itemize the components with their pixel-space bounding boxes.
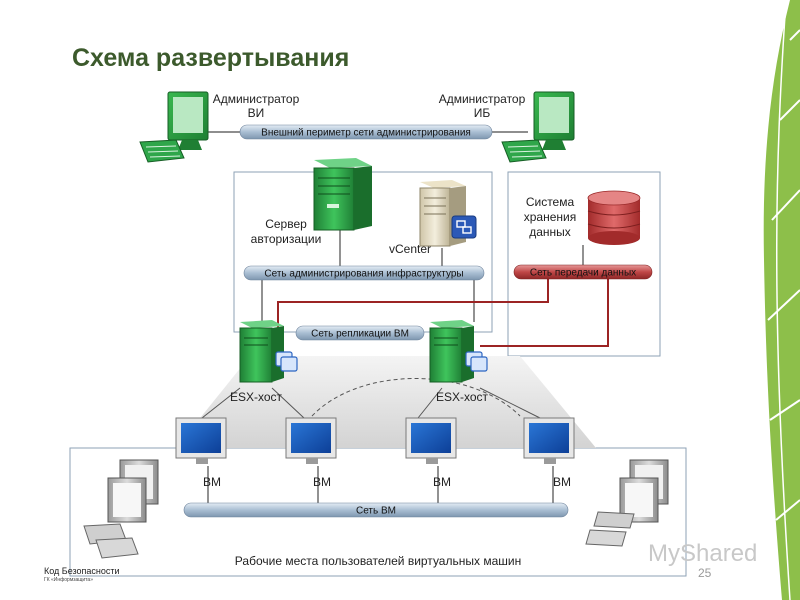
infrastructure-network-bar: Сеть администрирования инфраструктуры: [243, 265, 485, 281]
admin-vi-label-2: ВИ: [248, 106, 265, 120]
watermark: MyShared: [648, 540, 758, 567]
footer-brand: Код Безопасности ГК «Информзащита»: [44, 566, 120, 583]
data-network-bar: Сеть передачи данных: [513, 264, 653, 280]
infrastructure-network-label: Сеть администрирования инфраструктуры: [264, 268, 463, 280]
esx-host-right-icon: [429, 320, 488, 383]
data-network-label: Сеть передачи данных: [530, 268, 636, 279]
user-workstation-left-icon: [83, 459, 159, 559]
storage-zone: [507, 171, 661, 357]
external-perimeter-bar: Внешний периметр сети администрирования: [239, 124, 493, 140]
user-workstation-right-icon: [585, 459, 669, 547]
vm-network-label: Сеть ВМ: [356, 506, 396, 517]
admin-ib-label-2: ИБ: [474, 106, 491, 120]
admin-ib-computer-icon: [501, 91, 575, 163]
esx-host-left-icon: [239, 320, 298, 383]
vm-stack-icon: [275, 351, 298, 372]
auth-server-icon: [313, 158, 372, 231]
workplaces-label: Рабочие места пользователей виртуальных …: [235, 554, 521, 568]
esx-right-label: ESX-хост: [436, 390, 489, 404]
admin-vi-computer-icon: [139, 91, 209, 163]
decorative-leaf: [763, 0, 800, 600]
slide-title: Схема развертывания: [72, 44, 350, 72]
database-icon: [587, 190, 641, 245]
replication-network-bar: Сеть репликации ВМ: [295, 325, 425, 341]
vcenter-server-icon: [419, 180, 477, 247]
vm3-label: ВМ: [433, 475, 451, 489]
host-vm-arrows: [201, 378, 541, 419]
vm-monitor-icon: [405, 417, 457, 464]
vcenter-label: vCenter: [389, 242, 431, 256]
vm2-label: ВМ: [313, 475, 331, 489]
vm-monitor-icon: [523, 417, 575, 464]
vm-stack-icon: [465, 351, 488, 372]
admin-ib-label: Администратор: [439, 92, 526, 106]
vm-network-bar: Сеть ВМ: [183, 502, 569, 518]
esx-left-label: ESX-хост: [230, 390, 283, 404]
auth-server-label-2: авторизации: [251, 232, 322, 246]
vm-monitor-icon: [285, 417, 337, 464]
storage-label-3: данных: [529, 225, 571, 239]
footer-brand-sub: ГК «Информзащита»: [44, 577, 93, 583]
storage-label: Система: [526, 195, 575, 209]
footer-brand-name: Код Безопасности: [44, 566, 120, 576]
admin-vi-label: Администратор: [213, 92, 300, 106]
external-perimeter-label: Внешний периметр сети администрирования: [261, 128, 471, 139]
vm1-label: ВМ: [203, 475, 221, 489]
storage-label-2: хранения: [524, 210, 576, 224]
vm4-label: ВМ: [553, 475, 571, 489]
page-number: 25: [698, 566, 712, 580]
auth-server-label: Сервер: [265, 217, 307, 231]
vm-monitor-icon: [175, 417, 227, 464]
replication-network-label: Сеть репликации ВМ: [311, 329, 409, 340]
data-links: [277, 278, 609, 347]
